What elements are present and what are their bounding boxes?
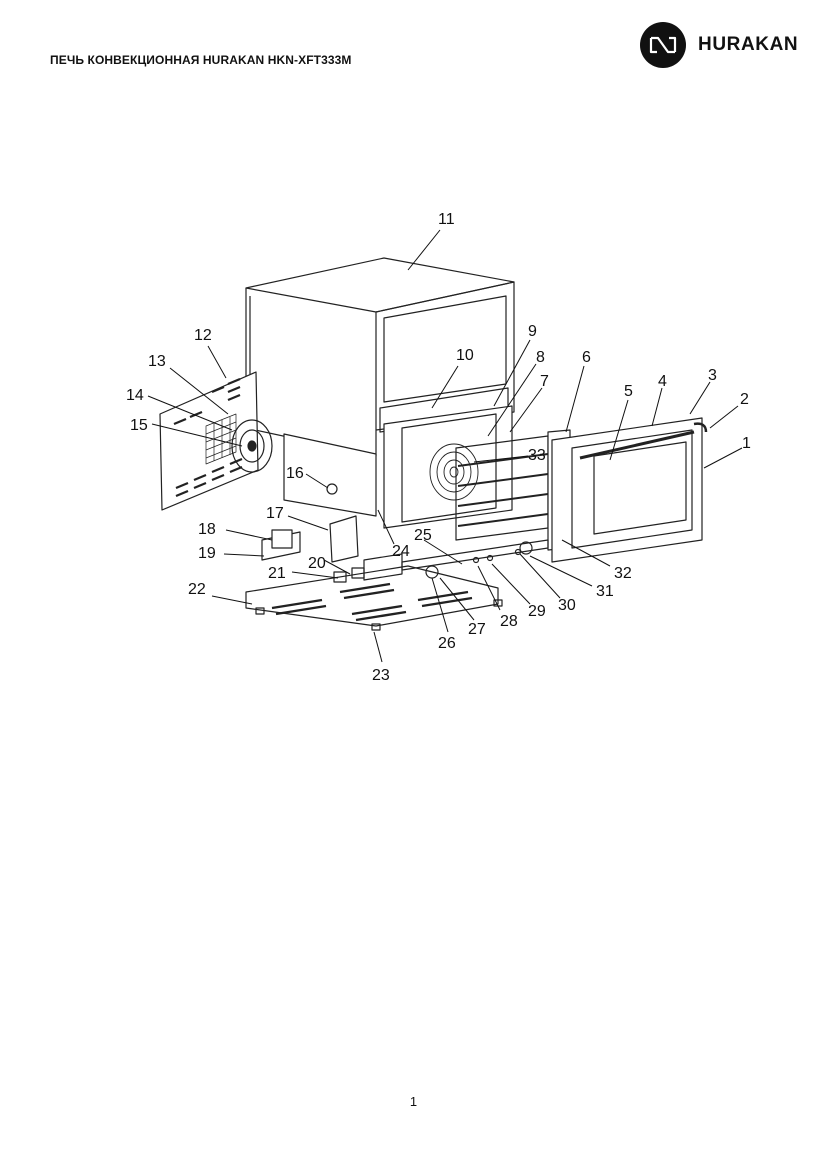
callout-3: 3 xyxy=(708,367,717,384)
callout-7: 7 xyxy=(540,373,549,390)
callout-2: 2 xyxy=(740,391,749,408)
callout-32: 32 xyxy=(614,565,632,582)
callout-10: 10 xyxy=(456,347,474,364)
callout-16: 16 xyxy=(286,465,304,482)
callout-11: 11 xyxy=(438,211,455,228)
callout-12: 12 xyxy=(194,327,212,344)
callout-9: 9 xyxy=(528,323,537,340)
callout-1: 1 xyxy=(742,435,751,452)
callout-17: 17 xyxy=(266,505,284,522)
callout-8: 8 xyxy=(536,349,545,366)
callout-21: 21 xyxy=(268,565,286,582)
callout-27: 27 xyxy=(468,621,486,638)
callout-25: 25 xyxy=(414,527,432,544)
callout-31: 31 xyxy=(596,583,614,600)
callout-19: 19 xyxy=(198,545,216,562)
callout-14: 14 xyxy=(126,387,144,404)
callout-22: 22 xyxy=(188,581,206,598)
callout-33: 33 xyxy=(528,447,546,464)
callout-29: 29 xyxy=(528,603,546,620)
callout-23: 23 xyxy=(372,667,390,684)
page-number: 1 xyxy=(409,1094,418,1109)
callout-4: 4 xyxy=(658,373,667,390)
brand-name: HURAKAN xyxy=(698,34,799,55)
callout-15: 15 xyxy=(130,417,148,434)
document-title: ПЕЧЬ КОНВЕКЦИОННАЯ HURAKAN HKN-XFT333M xyxy=(50,53,352,67)
callout-30: 30 xyxy=(558,597,576,614)
hurakan-wave-logo-icon xyxy=(640,22,686,68)
callout-20: 20 xyxy=(308,555,326,572)
callout-28: 28 xyxy=(500,613,518,630)
callout-5: 5 xyxy=(624,383,633,400)
callout-13: 13 xyxy=(148,353,166,370)
brand-logo: HURAKAN xyxy=(640,22,798,68)
callout-6: 6 xyxy=(582,349,591,366)
callout-18: 18 xyxy=(198,521,216,538)
callout-24: 24 xyxy=(392,543,410,560)
callout-26: 26 xyxy=(438,635,456,652)
